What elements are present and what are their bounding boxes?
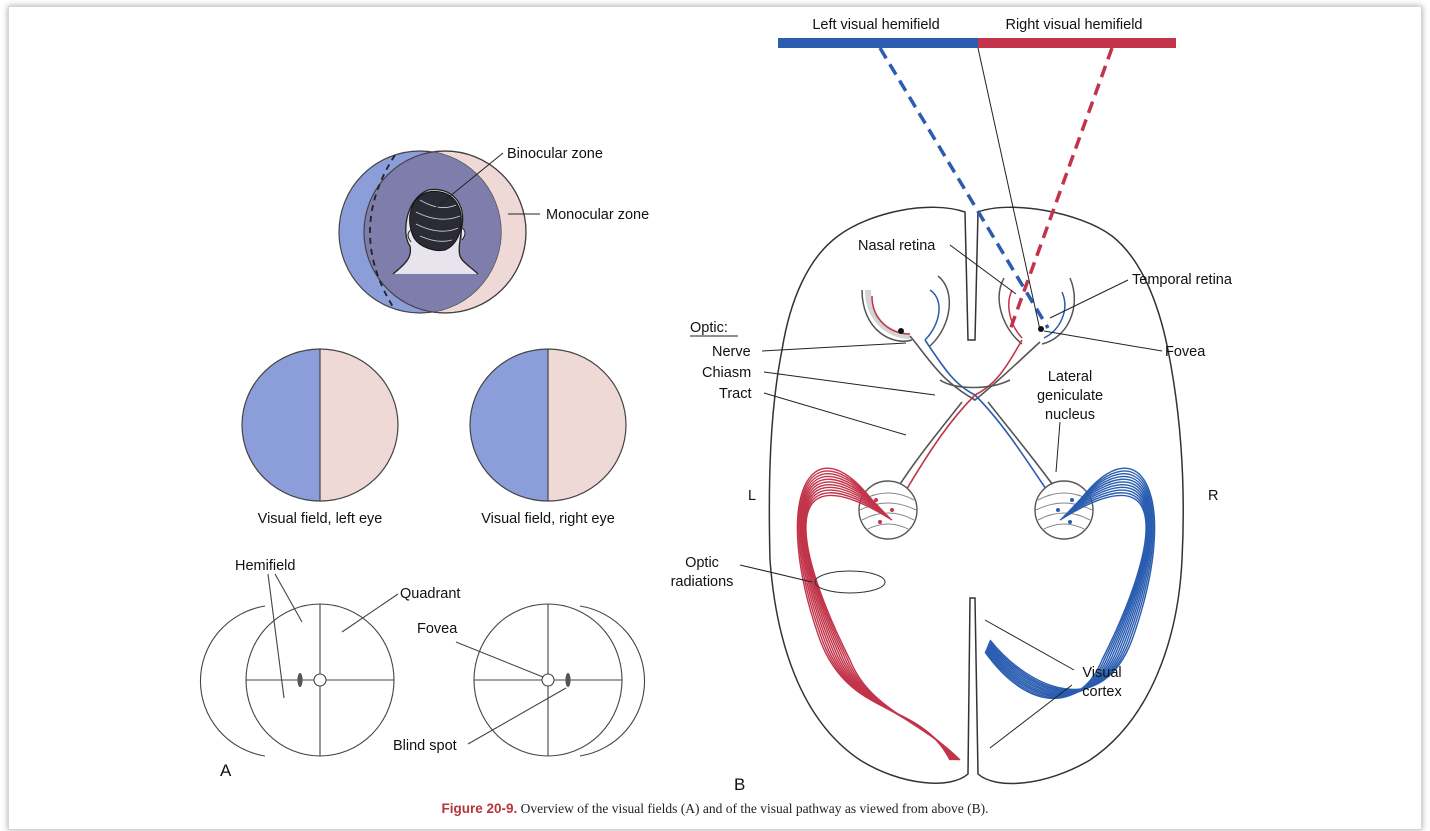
label-chiasm: Chiasm (702, 365, 751, 381)
panel-b: Left visual hemifield Right visual hemif… (671, 17, 1233, 794)
label-blind-spot: Blind spot (393, 738, 457, 754)
left-hemifield-bar (778, 38, 978, 48)
label-nerve: Nerve (712, 344, 751, 360)
label-vf-right-eye: Visual field, right eye (481, 511, 615, 527)
lgn-left (859, 481, 917, 539)
label-optic-heading: Optic: (690, 320, 728, 336)
label-nasal-retina: Nasal retina (858, 238, 936, 254)
label-side-r: R (1208, 488, 1218, 504)
optic-pathway (895, 336, 1058, 492)
label-tract: Tract (719, 386, 752, 402)
panel-b-label: B (734, 775, 745, 794)
label-lgn-1: Lateral (1048, 369, 1092, 385)
fixation-line (978, 48, 1040, 330)
visual-field-right-eye: Visual field, right eye (470, 349, 626, 527)
binocular-diagram: Binocular zone Monocular zone (339, 146, 649, 313)
label-vf-left-eye: Visual field, left eye (258, 511, 383, 527)
optic-radiations-left (797, 468, 960, 760)
right-hemifield-projection (1010, 48, 1112, 330)
label-optic-radiations-1: Optic (685, 555, 719, 571)
label-visual-cortex-1: Visual (1082, 665, 1121, 681)
panel-a-label: A (220, 761, 232, 780)
optic-radiations-marker (815, 571, 885, 593)
label-hemifield: Hemifield (235, 558, 295, 574)
label-binocular-zone: Binocular zone (507, 146, 603, 162)
label-monocular-zone: Monocular zone (546, 207, 649, 223)
field-map-left (200, 574, 398, 756)
label-side-l: L (748, 488, 756, 504)
figure-caption: Figure 20-9. Overview of the visual fiel… (0, 801, 1430, 817)
caption-figure-label: Figure 20-9. (441, 801, 517, 816)
label-quadrant: Quadrant (400, 586, 460, 602)
label-fovea-b: Fovea (1165, 344, 1206, 360)
label-temporal-retina: Temporal retina (1132, 272, 1233, 288)
label-fovea-a: Fovea (417, 621, 458, 637)
caption-text: Overview of the visual fields (A) and of… (517, 801, 988, 816)
lgn-right (1035, 481, 1093, 539)
right-hemifield-bar (978, 38, 1176, 48)
label-lgn-2: geniculate (1037, 388, 1103, 404)
label-visual-cortex-2: cortex (1082, 684, 1122, 700)
panel-a: Binocular zone Monocular zone Visual fie… (200, 146, 649, 780)
label-lgn-3: nucleus (1045, 407, 1095, 423)
label-optic-radiations-2: radiations (671, 574, 734, 590)
field-map-right (456, 604, 645, 756)
label-right-hemifield: Right visual hemifield (1005, 17, 1142, 33)
label-left-hemifield: Left visual hemifield (812, 17, 939, 33)
visual-field-left-eye: Visual field, left eye (242, 349, 398, 527)
left-hemifield-projection (880, 48, 1048, 328)
